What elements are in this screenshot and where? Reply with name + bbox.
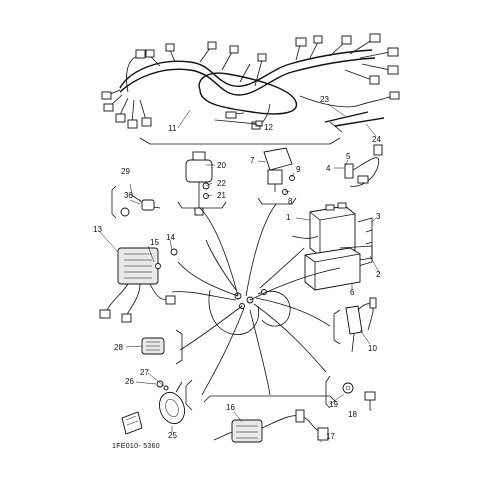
callout-9: 9: [296, 165, 301, 174]
diagram-code: 1FE010- 5360: [112, 443, 160, 450]
callout-7: 7: [250, 156, 255, 165]
callout-14: 14: [166, 233, 175, 242]
callout-1: 1: [286, 213, 291, 222]
callout-ticks: [99, 103, 381, 443]
part-1-battery: [309, 202, 356, 257]
part-29-relay: [120, 193, 161, 217]
part-23-24-cable-ties: [324, 111, 385, 133]
callout-4: 4: [326, 164, 331, 173]
callout-3: 3: [376, 212, 381, 221]
callout-15: 15: [150, 238, 159, 247]
callout-23: 23: [320, 95, 329, 104]
part-16-ignition-coil: [213, 409, 329, 443]
bracket-18: [325, 375, 331, 409]
callout-28: 28: [114, 343, 123, 352]
callout-10: 10: [368, 344, 377, 353]
callout-27: 27: [140, 368, 149, 377]
bracket-7: [257, 197, 297, 205]
bracket-28: [175, 329, 183, 365]
part-10-coil-cap: [345, 297, 377, 353]
callout-19: 19: [329, 400, 338, 409]
callout-13: 13: [93, 225, 102, 234]
callout-29: 29: [121, 167, 130, 176]
callout-6: 6: [350, 288, 355, 297]
leader-lines: [171, 203, 341, 396]
part-12-lead-wire: [214, 111, 263, 127]
part-18-19-bolt: [342, 382, 376, 410]
part-28-relay: [141, 337, 165, 355]
callout-labels: 1 2 3 4 5 6 7 8 9 10 11 12 13 14 15 16 1…: [93, 95, 381, 441]
callout-17: 17: [326, 432, 335, 441]
wire-harness: [101, 33, 400, 130]
part-7-rectifier: [263, 147, 295, 195]
callout-30: 30: [124, 191, 133, 200]
bracket-16: [203, 395, 337, 403]
part-13-cdi-unit: [99, 247, 178, 323]
part-6-battery-case: [304, 247, 361, 291]
harness-bracket: [139, 137, 341, 145]
callout-8: 8: [288, 197, 293, 206]
part-3-bracket: [357, 217, 373, 267]
callout-18: 18: [348, 410, 357, 419]
bracket-20: [177, 201, 227, 209]
frame-junction: [208, 289, 291, 335]
callout-12: 12: [264, 123, 273, 132]
callout-25: 25: [168, 431, 177, 440]
callout-20: 20: [217, 161, 226, 170]
part-25-horn: [156, 380, 185, 425]
callout-24: 24: [372, 135, 381, 144]
callout-16: 16: [226, 403, 235, 412]
part-20-relay: [185, 151, 213, 216]
model-stamp-icon: [121, 411, 143, 435]
part-4-sensor: [344, 144, 383, 187]
callout-21: 21: [217, 191, 226, 200]
callout-2: 2: [376, 270, 381, 279]
bracket-10: [333, 309, 341, 345]
bracket-25: [185, 379, 193, 411]
callout-22: 22: [217, 179, 226, 188]
callout-11: 11: [168, 124, 177, 133]
callout-26: 26: [125, 377, 134, 386]
bracket-29: [111, 185, 117, 219]
callout-5: 5: [346, 152, 351, 161]
